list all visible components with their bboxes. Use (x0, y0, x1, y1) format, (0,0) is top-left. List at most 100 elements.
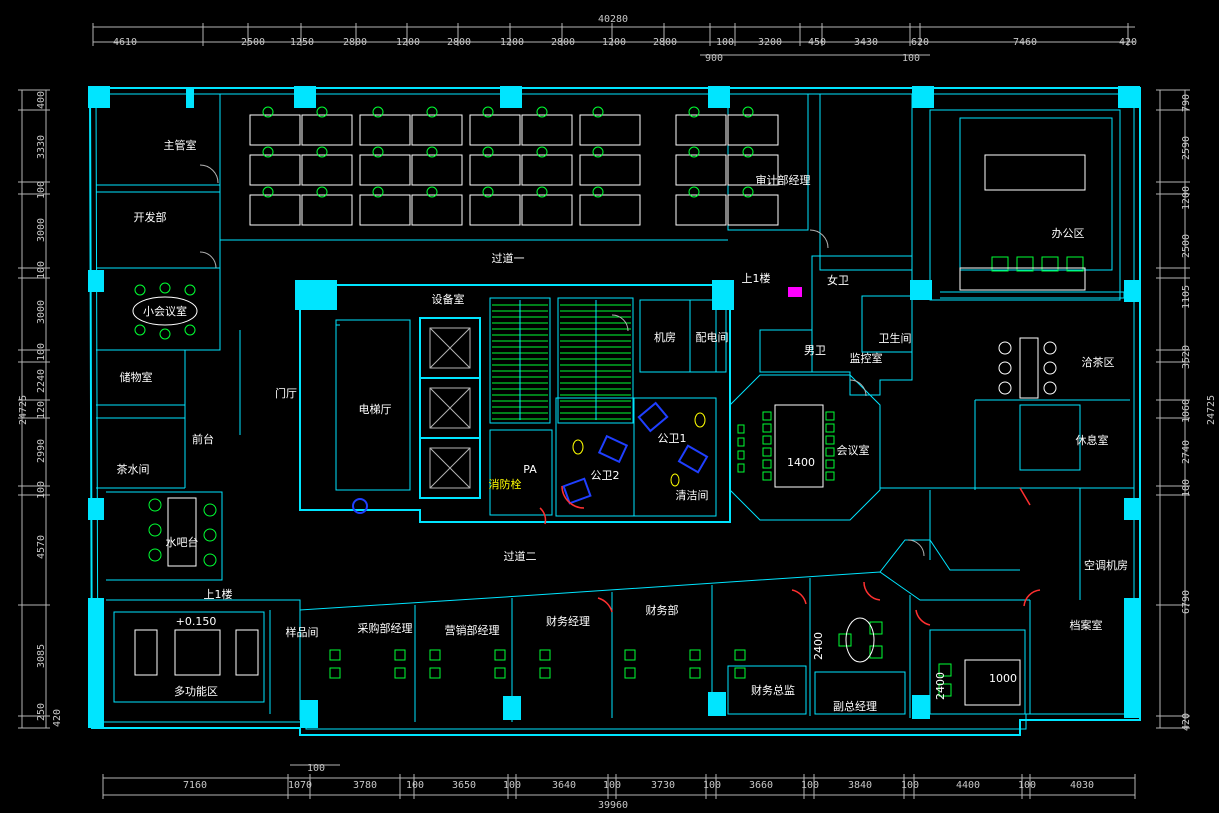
dim-top-value: 3430 (854, 37, 878, 48)
label-storage: 储物室 (120, 370, 153, 384)
dim-left-row: 4003330100300010030001002240120299010045… (36, 91, 63, 727)
dim-top-value: 1200 (602, 37, 626, 48)
label-lounge: 休息室 (1076, 433, 1109, 447)
dim-bottom-value: 100 (703, 780, 721, 791)
label-lobby: 门厅 (275, 386, 297, 400)
label-power: 配电间 (696, 331, 729, 344)
interior-walls (96, 94, 1134, 722)
dim-right-value: 1200 (1181, 186, 1192, 210)
dim-left-value: 2990 (36, 439, 47, 463)
dim-left-value: 250 (36, 703, 47, 721)
label-archive-dim2: 1000 (989, 672, 1017, 685)
label-finance-mgr: 财务经理 (546, 614, 590, 628)
dim-top-value: 1200 (396, 37, 420, 48)
dim-bottom-value: 100 (603, 780, 621, 791)
label-meeting-dim: 1400 (787, 456, 815, 469)
label-womens-wc: 女卫 (827, 273, 849, 287)
dim-bottom-total: 39960 (598, 800, 628, 811)
label-restroom: 卫生间 (879, 331, 912, 345)
dim-bottom-value: 100 (406, 780, 424, 791)
dim-left-value: 2240 (36, 369, 47, 393)
label-director: 主管室 (164, 138, 197, 152)
label-archive: 档案室 (1070, 618, 1103, 632)
label-gm: 副总经理 (833, 699, 877, 713)
label-equipment: 设备室 (432, 292, 465, 306)
dim-top-value: 4610 (113, 37, 137, 48)
room-labels: 主管室 开发部 小会议室 储物室 茶水间 前台 水吧台 门厅 电梯厅 设备室 过… (117, 138, 1129, 713)
dim-bottom-value: 100 (901, 780, 919, 791)
dim-left-value: 120 (36, 401, 47, 419)
label-corridor2: 过道二 (504, 549, 537, 563)
stair-marker (788, 287, 802, 297)
dim-left-total: 24725 (18, 395, 29, 425)
door-swings (199, 164, 925, 557)
dimension-lines (18, 23, 1190, 799)
dim-top-value: 450 (808, 37, 826, 48)
dim-top-value: 1200 (500, 37, 524, 48)
dim-bottom-value: 1070 (288, 780, 312, 791)
dim-left-value: 3330 (36, 135, 47, 159)
building-core (299, 284, 731, 523)
dim-top-value: 2800 (343, 37, 367, 48)
label-machine: 机房 (654, 330, 676, 344)
dim-bottom-value: 100 (1018, 780, 1036, 791)
dim-right-value: 790 (1181, 94, 1192, 112)
label-fire-hydrant: 消防栓 (489, 477, 522, 491)
dim-bottom-sub: 100 (307, 763, 325, 774)
dim-top-value: 420 (1119, 37, 1137, 48)
label-archive-dim: 2400 (934, 672, 947, 700)
dim-top-value: 7460 (1013, 37, 1037, 48)
label-audit: 审计部经理 (756, 173, 811, 187)
label-elevation: +0.150 (176, 615, 217, 628)
label-mens-wc: 男卫 (804, 344, 826, 357)
label-wc1: 公卫1 (658, 432, 687, 445)
label-office: 办公区 (1052, 227, 1085, 240)
dim-right-value: 3520 (1181, 345, 1192, 369)
dim-left-value: 100 (36, 481, 47, 499)
label-purchase: 采购部经理 (358, 621, 413, 635)
dim-bottom-value: 3730 (651, 780, 675, 791)
dim-right-row: 7902590120025001105352010602740100679042… (1181, 94, 1192, 731)
label-bar: 水吧台 (166, 535, 199, 549)
label-pantry: 茶水间 (117, 463, 150, 476)
label-elevator-hall: 电梯厅 (359, 403, 392, 416)
dim-right-value: 2590 (1181, 136, 1192, 160)
dim-bottom-value: 100 (503, 780, 521, 791)
label-monitor: 监控室 (850, 351, 883, 365)
dim-left-value: 100 (36, 261, 47, 279)
dim-right-value: 100 (1181, 479, 1192, 497)
dim-bottom-value: 7160 (183, 780, 207, 791)
dim-right-total: 24725 (1206, 395, 1217, 425)
dim-bottom-value: 4030 (1070, 780, 1094, 791)
label-janitor: 清洁间 (676, 489, 709, 502)
dim-top-value: 1250 (290, 37, 314, 48)
label-meeting: 会议室 (837, 443, 870, 457)
label-multi: 多功能区 (174, 684, 218, 698)
label-front-desk: 前台 (192, 432, 214, 446)
label-sales: 营销部经理 (445, 623, 500, 637)
dim-bottom-value: 4400 (956, 780, 980, 791)
dim-left-value: 3000 (36, 300, 47, 324)
dim-bottom-value: 3780 (353, 780, 377, 791)
dim-top-value: 2800 (447, 37, 471, 48)
dim-right-value: 2500 (1181, 234, 1192, 258)
label-pa: PA (523, 463, 537, 476)
label-ac: 空调机房 (1084, 558, 1128, 572)
label-tea: 洽茶区 (1082, 356, 1115, 369)
doors (539, 485, 1041, 626)
dim-right-value: 1060 (1181, 399, 1192, 423)
dim-top-value: 100 (716, 37, 734, 48)
dim-top-value: 2800 (653, 37, 677, 48)
label-small-meeting: 小会议室 (143, 304, 187, 318)
structural-columns (88, 86, 1140, 728)
dim-right-value: 6790 (1181, 590, 1192, 614)
dim-left-value: 100 (36, 343, 47, 361)
dim-left-value: 100 (36, 181, 47, 199)
dim-left-value: 3000 (36, 218, 47, 242)
dim-top-sub: 100 (902, 53, 920, 64)
label-sample: 样品间 (286, 625, 319, 639)
label-corridor1: 过道一 (492, 251, 525, 265)
